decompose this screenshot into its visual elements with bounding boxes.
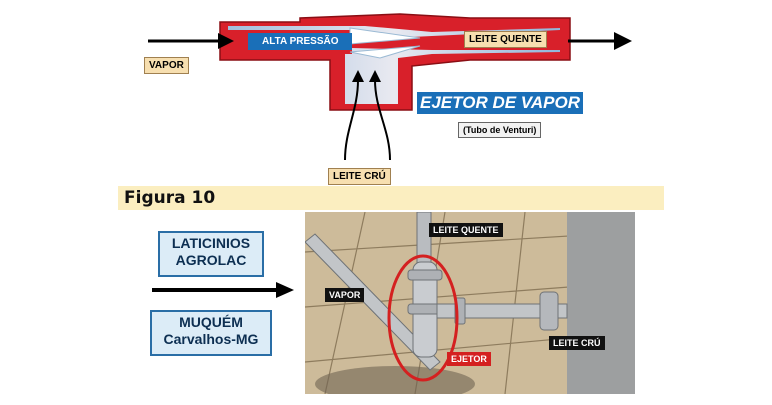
- ejector-inner-channel: [228, 26, 560, 104]
- figure-caption-bar: Figura 10: [118, 186, 664, 210]
- photo-tag-leite-cru: LEITE CRÚ: [549, 336, 605, 350]
- label-leite-cru: LEITE CRÚ: [328, 168, 391, 185]
- ejector-highlight: [387, 254, 459, 382]
- figure-caption: Figura 10: [124, 188, 216, 208]
- photo-illustration: [305, 212, 635, 394]
- label-alta-pressao: ALTA PRESSÃO: [248, 33, 353, 50]
- leite-cru-arrow-left: [344, 79, 359, 161]
- photo-tag-vapor: VAPOR: [325, 288, 365, 302]
- company-line-1: LATICINIOS: [171, 235, 251, 251]
- location-box: MUQUÉM Carvalhos-MG: [150, 310, 272, 356]
- label-vapor: VAPOR: [144, 57, 189, 74]
- company-line-2: AGROLAC: [175, 252, 247, 268]
- company-box: LATICINIOS AGROLAC: [158, 231, 264, 277]
- photo-tag-ejetor: EJETOR: [447, 352, 491, 366]
- diagram-title: EJETOR DE VAPOR: [417, 92, 583, 114]
- ejector-diagram: [148, 13, 632, 161]
- right-arrow: [152, 282, 294, 298]
- location-line-1: MUQUÉM: [179, 314, 243, 330]
- location-line-2: Carvalhos-MG: [163, 331, 259, 347]
- ejector-photo: LEITE QUENTE VAPOR EJETOR LEITE CRÚ: [305, 212, 635, 394]
- diagram-subtitle: (Tubo de Venturi): [458, 122, 542, 138]
- photo-tag-leite-quente: LEITE QUENTE: [429, 223, 503, 237]
- label-leite-quente: LEITE QUENTE: [464, 31, 547, 48]
- leite-cru-arrow-right: [374, 79, 391, 161]
